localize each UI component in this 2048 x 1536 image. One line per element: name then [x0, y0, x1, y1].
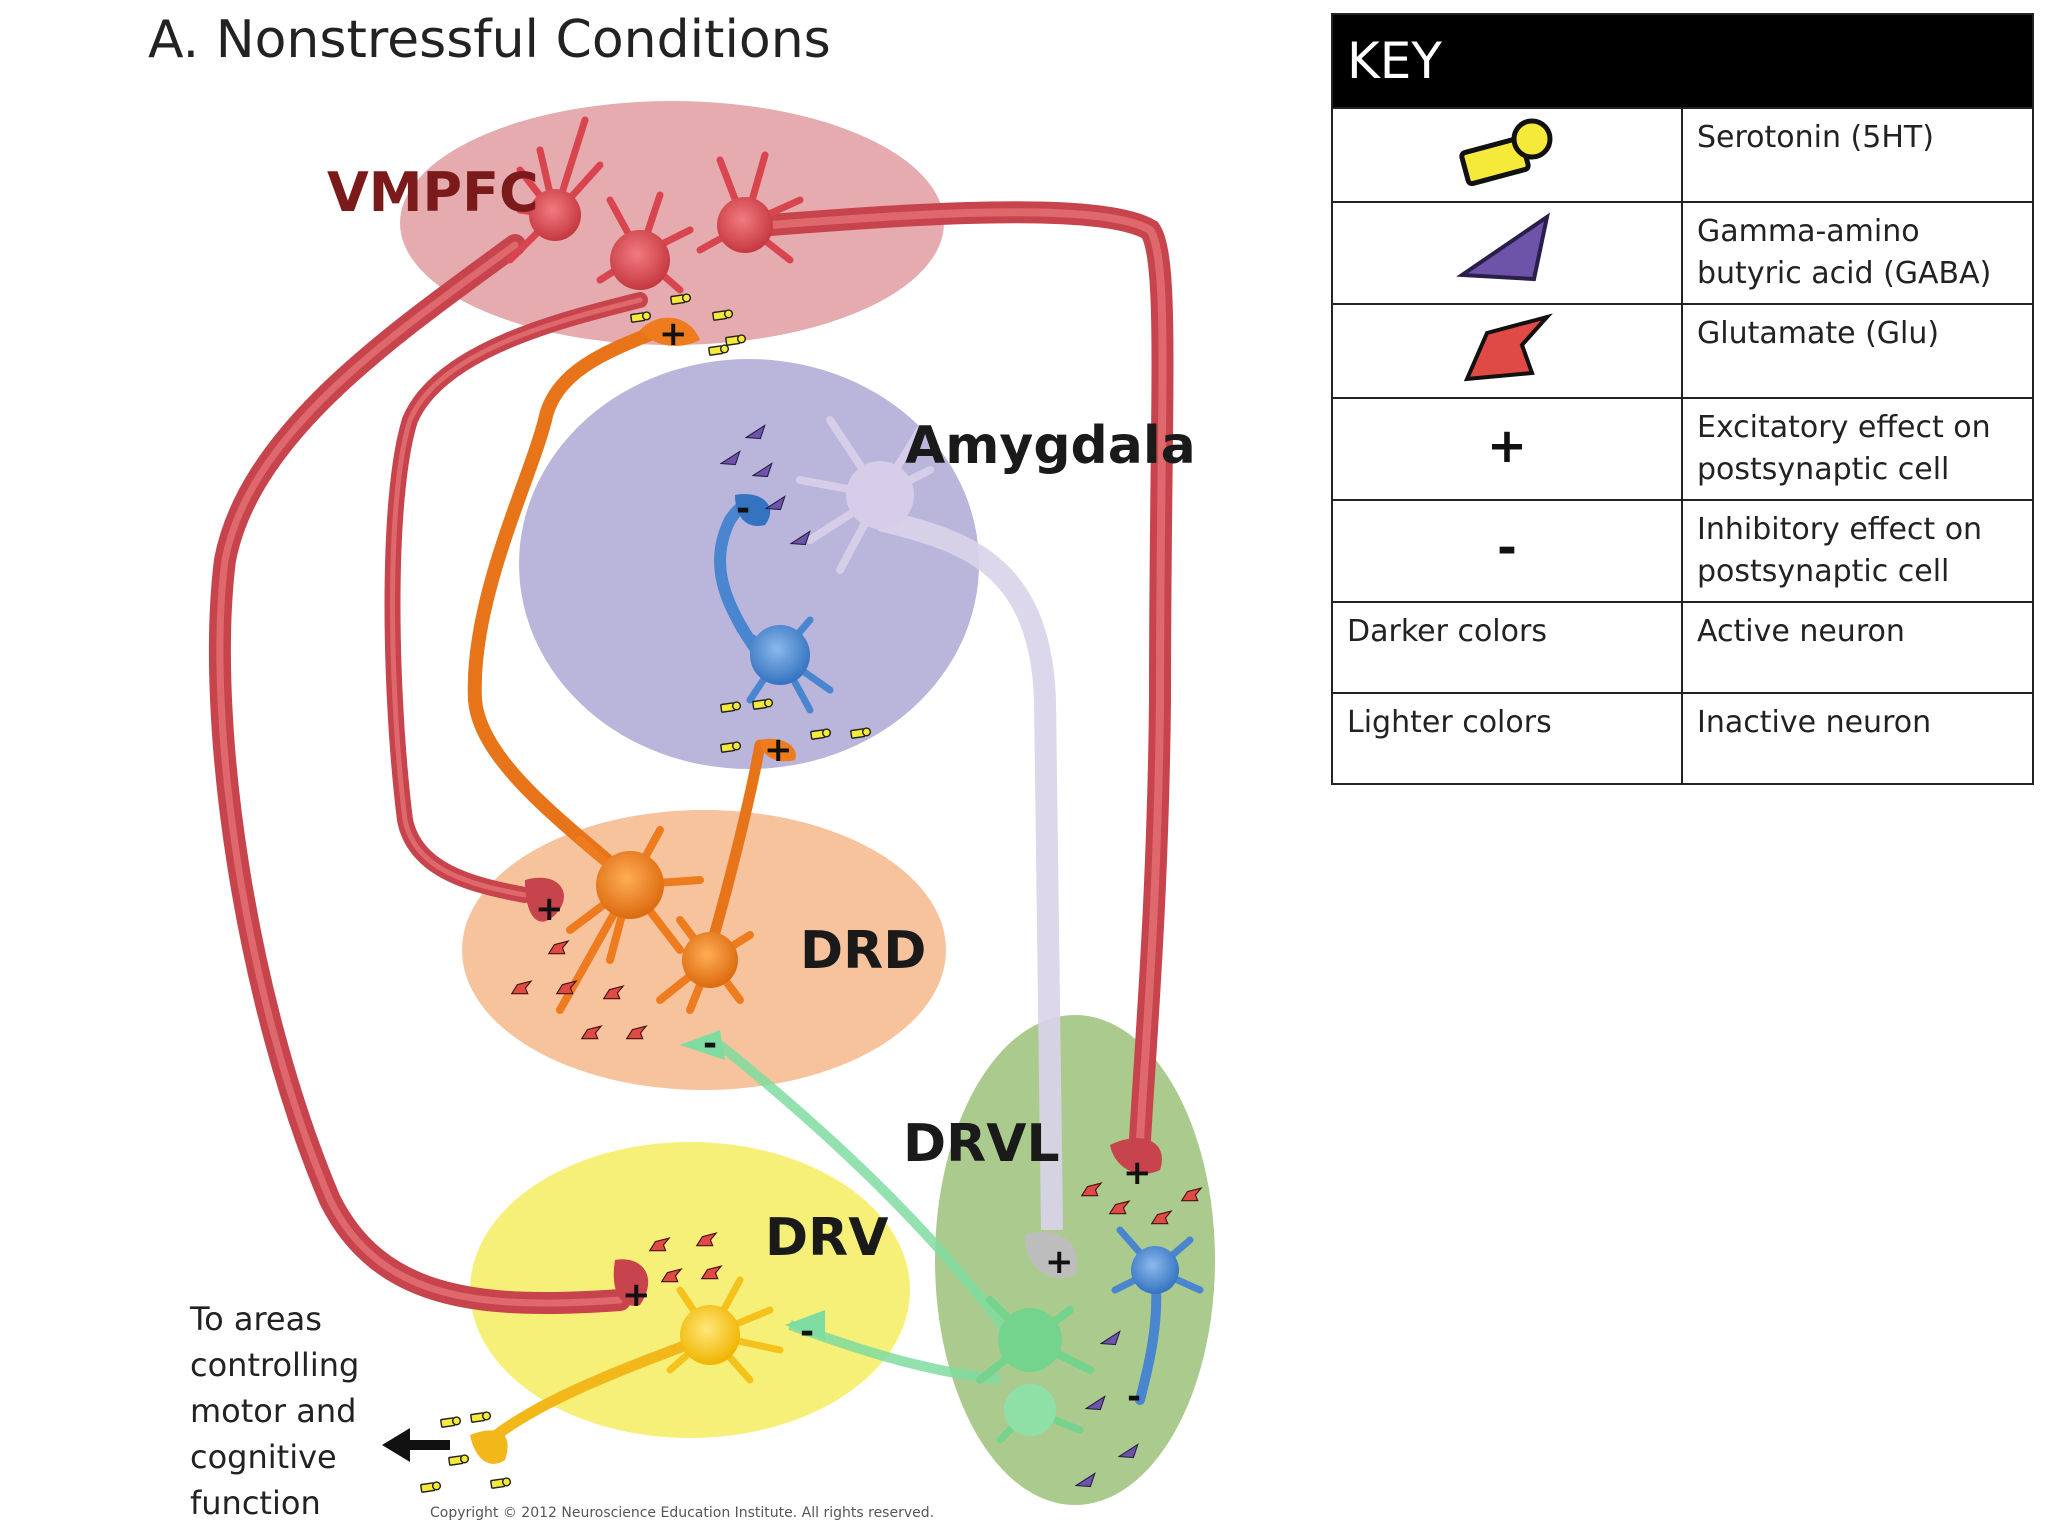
amygdala-region — [519, 359, 979, 769]
drvl-label: DRVL — [903, 1114, 1060, 1174]
amygdala-synapse-plus: + — [764, 730, 793, 770]
drvl-synapse-minus: - — [1127, 1377, 1141, 1417]
key-text-serotonin: Serotonin (5HT) — [1681, 107, 2034, 203]
copyright-notice: Copyright © 2012 Neuroscience Education … — [430, 1505, 934, 1521]
gaba-icon — [1456, 212, 1550, 282]
drd-serotonin-neurons — [556, 826, 754, 1014]
drd-inhibitory-terminal — [680, 1030, 725, 1060]
output-note-line-2: controlling — [190, 1346, 359, 1384]
drv-output-axon — [486, 1334, 702, 1445]
key-text-active: Active neuron — [1681, 601, 2034, 694]
drd-label: DRD — [800, 921, 926, 981]
key-row: Darker colors Active neuron — [1331, 601, 2034, 694]
vmpfc-region — [400, 101, 944, 345]
key-row: Lighter colors Inactive neuron — [1331, 692, 2034, 785]
output-note-line-4: cognitive — [190, 1438, 337, 1476]
key-text-gaba: Gamma-amino butyric acid (GABA) — [1681, 201, 2034, 305]
diagram-title: A. Nonstressful Conditions — [148, 10, 831, 70]
drd-vmpfc-terminal — [525, 877, 564, 922]
drd-to-vmpfc-axon — [467, 323, 766, 956]
drvl-amygdala-synapse-plus: + — [1045, 1242, 1074, 1282]
drv-label: DRV — [765, 1208, 888, 1268]
key-text-glutamate: Glutamate (Glu) — [1681, 303, 2034, 399]
vmpfc-synapse-plus: + — [659, 314, 688, 354]
key-lighter-colors: Lighter colors — [1331, 692, 1683, 785]
key-minus-symbol: - — [1497, 519, 1517, 576]
drv-synapse-minus: - — [800, 1312, 814, 1352]
drvl-amygdala-terminal — [1025, 1231, 1077, 1279]
key-plus-symbol: + — [1486, 417, 1528, 474]
amygdala-synapse-minus: - — [736, 489, 750, 529]
drvl-neurons — [976, 1226, 1204, 1444]
key-text-inactive: Inactive neuron — [1681, 692, 2034, 785]
drv-synapse-plus: + — [622, 1275, 651, 1315]
amygdala-serotonin-terminal — [760, 738, 796, 762]
key-text-excitatory: Excitatory effect on postsynaptic cell — [1681, 397, 2034, 501]
drvl-vmpfc-terminal — [1110, 1138, 1162, 1174]
key-row: - Inhibitory effect on postsynaptic cell — [1331, 499, 2034, 603]
key-row: Gamma-amino butyric acid (GABA) — [1331, 201, 2034, 305]
amygdala-gaba-neuron — [714, 494, 834, 714]
key-row: + Excitatory effect on postsynaptic cell — [1331, 397, 2034, 501]
amygdala-to-drvl-axon — [877, 509, 1063, 1231]
amygdala-label: Amygdala — [905, 416, 1196, 476]
drv-vmpfc-terminal — [613, 1259, 649, 1306]
key-header: KEY — [1331, 13, 2034, 109]
key-text-inhibitory: Inhibitory effect on postsynaptic cell — [1681, 499, 2034, 603]
key-row: Glutamate (Glu) — [1331, 303, 2034, 399]
key-row: Serotonin (5HT) — [1331, 107, 2034, 203]
output-note-line-1: To areas — [189, 1300, 322, 1338]
glutamate-icon — [1463, 313, 1553, 382]
drv-region — [470, 1142, 910, 1438]
output-note-line-5: function — [190, 1484, 321, 1522]
key-darker-colors: Darker colors — [1331, 601, 1683, 694]
output-arrow-icon — [382, 1428, 450, 1462]
amygdala-inactive-neuron — [796, 416, 934, 574]
vmpfc-axons — [208, 201, 1174, 1315]
drv-inhibitory-terminal — [785, 1310, 825, 1340]
drv-output-terminal — [470, 1430, 508, 1464]
drv-neuron — [666, 1276, 784, 1384]
vmpfc-serotonin-terminal — [640, 317, 700, 346]
output-note-line-3: motor and — [190, 1392, 356, 1430]
key-table: KEY Serotonin (5HT) Gamma-amino butyric … — [1331, 13, 2034, 785]
vmpfc-label: VMPFC — [327, 161, 539, 224]
drd-synapse-minus: - — [703, 1024, 717, 1064]
serotonin-icon — [1459, 118, 1553, 187]
drvl-synapse-plus: + — [1123, 1153, 1152, 1193]
vmpfc-neurons — [506, 116, 804, 294]
drd-synapse-plus: + — [535, 889, 564, 929]
